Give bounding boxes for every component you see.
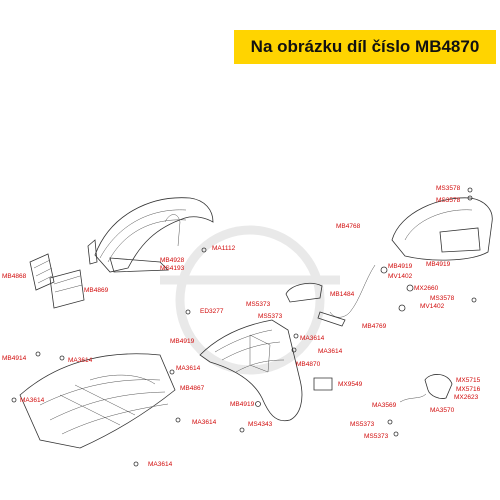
callout-label: MA3614 (68, 357, 93, 364)
callout-label: MA1112 (212, 245, 236, 252)
callout-label: MX9549 (338, 381, 363, 388)
rear-cover-mb4870 (199, 319, 303, 422)
callout-label: MS3578 (436, 185, 461, 192)
callout-label: MB1484 (330, 291, 355, 298)
callout-label: MB4928 (160, 257, 185, 264)
callout-label: MS3578 (430, 295, 455, 302)
callout-label: MB4919 (170, 338, 195, 345)
callout-label: MA3614 (300, 335, 325, 342)
callout-label: MA3614 (318, 348, 343, 355)
callout-label: MS5373 (350, 421, 375, 428)
callout-label: MB4919 (230, 401, 255, 408)
callout-label: MS3578 (436, 197, 461, 204)
callout-label: MS5373 (258, 313, 283, 320)
rear-fender (87, 197, 214, 273)
callout-label: MB4867 (180, 385, 205, 392)
callout-label: MV1402 (388, 273, 413, 280)
callout-label: MX2623 (454, 394, 479, 401)
callout-label: MX2660 (414, 285, 439, 292)
callout-label: MA3614 (148, 461, 173, 468)
callout-label: MA3614 (20, 397, 45, 404)
part-number-banner: Na obrázku díl číslo MB4870 (234, 30, 496, 64)
callout-label: ED3277 (200, 308, 224, 315)
callout-label: MS5373 (246, 301, 271, 308)
callout-label: MB4919 (388, 263, 413, 270)
callout-label: MB4869 (84, 287, 109, 294)
callout-label: MB4769 (362, 323, 387, 330)
callout-label: MV1402 (420, 303, 445, 310)
callout-label: MA3569 (372, 402, 397, 409)
callout-labels: MS3578 MS3578 MB4768 MB4919 MB4919 MV140… (2, 185, 481, 468)
callout-label: MB4870 (296, 361, 321, 368)
callout-label: MA3570 (430, 407, 455, 414)
reflector-and-fasteners (11, 187, 477, 467)
banner-text: Na obrázku díl číslo MB4870 (250, 37, 480, 56)
callout-label: MB4914 (2, 355, 27, 362)
callout-label: MB4919 (426, 261, 451, 268)
callout-label: MS4343 (248, 421, 273, 428)
callout-label: MS5373 (364, 433, 389, 440)
callout-label: MX5715 (456, 377, 481, 384)
callout-label: MX5716 (456, 386, 481, 393)
license-light (285, 283, 346, 327)
rubber-pads (29, 253, 85, 309)
callout-label: MB4768 (336, 223, 361, 230)
callout-label: MS4193 (160, 265, 185, 272)
undertray (19, 353, 176, 449)
callout-label: MA3614 (192, 419, 217, 426)
callout-label: MA3614 (176, 365, 201, 372)
callout-label: MB4868 (2, 273, 27, 280)
tail-light-assembly (329, 197, 493, 318)
watermark (160, 225, 340, 375)
